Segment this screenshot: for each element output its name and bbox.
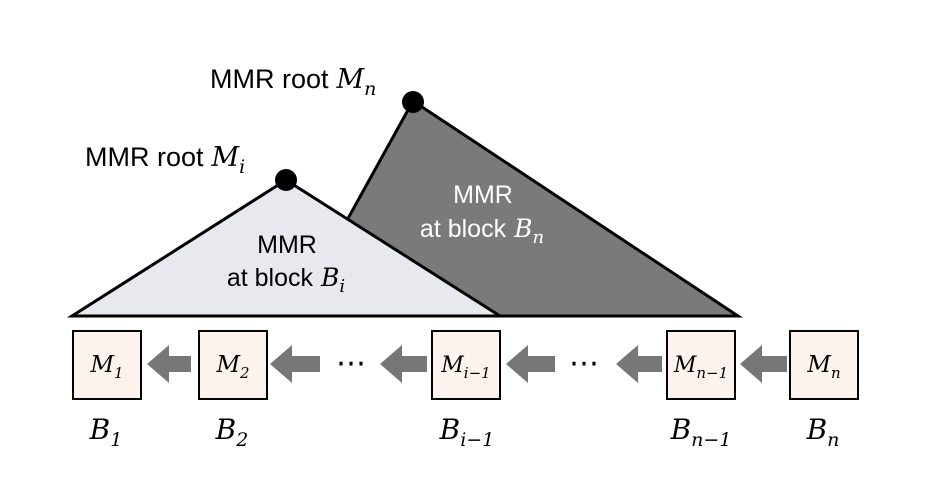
block-label-2: B2 <box>215 413 249 451</box>
chain-arrow-3 <box>380 345 427 383</box>
block-label-n: Bn <box>806 413 840 451</box>
block-box-1: M1 <box>72 330 142 400</box>
block-box-n: Mn <box>789 330 859 400</box>
chain-arrow-6 <box>740 345 787 383</box>
block-label-n-1: Bn−1 <box>670 413 732 451</box>
svg-text:Mn: Mn <box>806 352 840 382</box>
svg-text:M2: M2 <box>215 352 249 382</box>
ellipsis-2: ⋯ <box>569 347 599 380</box>
mmr-tree-i <box>66 178 506 318</box>
chain-arrow-1 <box>147 345 191 383</box>
mmr-n-title: MMR <box>453 181 513 209</box>
block-label-i-1: Bi−1 <box>439 413 495 451</box>
svg-text:Mi−1: Mi−1 <box>440 353 490 382</box>
chain-arrow-2 <box>270 345 320 383</box>
chain-arrow-5 <box>616 345 662 383</box>
root-node-i <box>275 169 297 191</box>
svg-text:Mn−1: Mn−1 <box>673 353 728 382</box>
block-label-1: B1 <box>89 413 123 451</box>
block-box-i-1: Mi−1 <box>431 330 501 400</box>
ellipsis-1: ⋯ <box>336 347 366 380</box>
mmr-i-title: MMR <box>257 231 317 259</box>
chain-arrow-4 <box>506 345 555 383</box>
block-box-n-1: Mn−1 <box>666 330 736 400</box>
root-node-n <box>402 91 424 113</box>
svg-text:M1: M1 <box>89 352 123 382</box>
block-box-2: M2 <box>198 330 268 400</box>
